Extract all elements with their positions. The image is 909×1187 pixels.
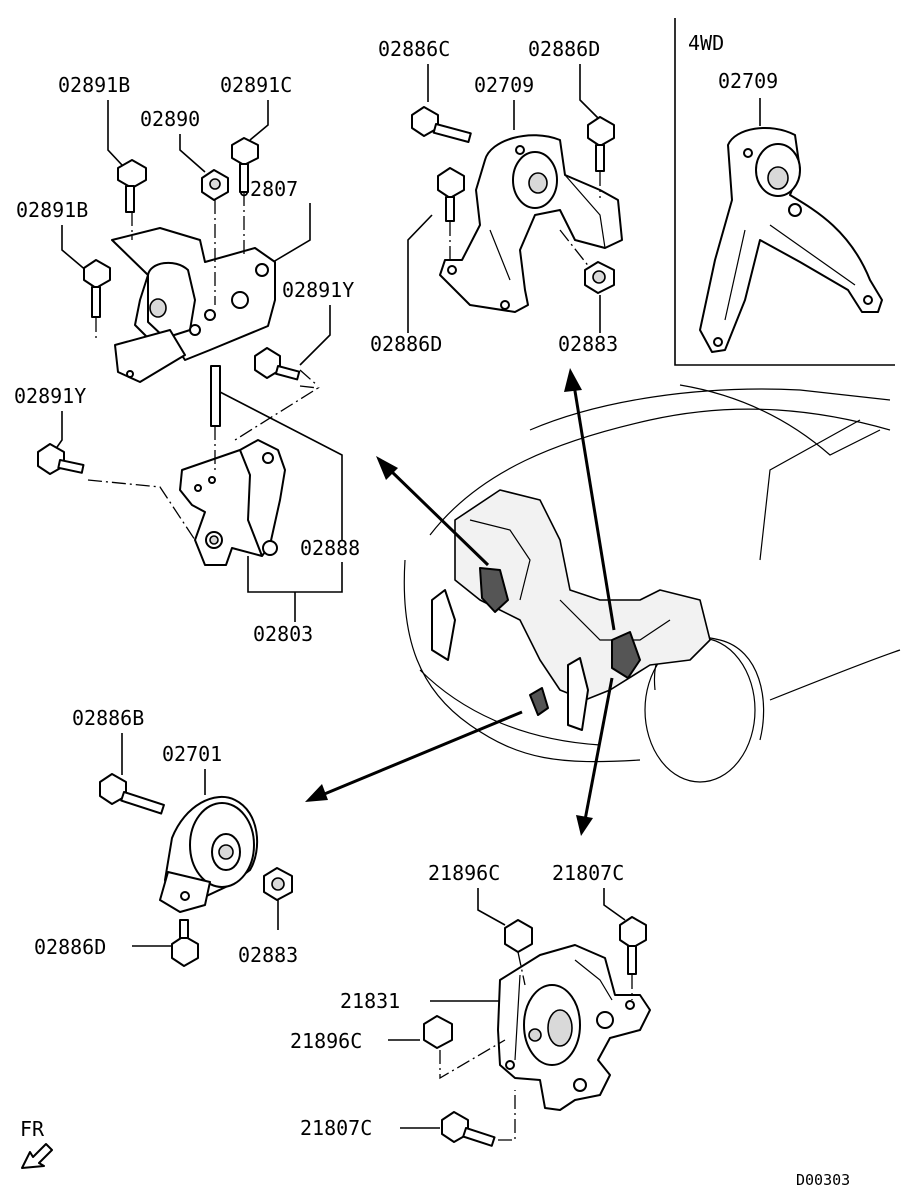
label-02891B-top: 02891B	[58, 73, 130, 97]
bolt-02886D-top	[587, 116, 615, 172]
bolt-02886C	[411, 106, 472, 144]
bolt-02891Y-right	[254, 347, 301, 381]
label-02891Y-left: 02891Y	[14, 384, 86, 408]
nut-02890	[201, 169, 229, 201]
bolt-02886D-left	[171, 919, 199, 967]
vehicle-engine-bay-sketch	[403, 384, 901, 783]
label-02883-top: 02883	[558, 332, 618, 356]
label-21896C-top: 21896C	[428, 861, 500, 885]
stud-02888	[210, 365, 221, 427]
label-02890: 02890	[140, 107, 200, 131]
pointer-arrows	[305, 368, 616, 836]
rear-mount-bracket-4wd	[699, 127, 883, 353]
bolt-02886B	[99, 773, 165, 815]
inset-frame	[674, 18, 895, 366]
nut-02883-left	[263, 867, 293, 901]
mount-location-left	[529, 687, 549, 716]
label-21831: 21831	[340, 989, 400, 1013]
label-02891Y-right: 02891Y	[282, 278, 354, 302]
front-arrow-icon	[21, 1143, 53, 1169]
bolt-02891B-left	[83, 259, 111, 318]
label-02886C: 02886C	[378, 37, 450, 61]
nut-02883-top	[584, 261, 615, 294]
label-21807C-bottom: 21807C	[300, 1116, 372, 1140]
transmission-mount-21831	[497, 944, 651, 1111]
label-02886D-left: 02886D	[34, 935, 106, 959]
bolt-02891C	[231, 137, 259, 193]
label-02701: 02701	[162, 742, 222, 766]
inset-4wd-panel: 4WD 02709	[674, 18, 895, 366]
label-02886B: 02886B	[72, 706, 144, 730]
label-02883-left: 02883	[238, 943, 298, 967]
left-mount-02701	[159, 795, 259, 913]
upper-mount-assembly: 02891B 02891C 02890 02807 02891B 02891Y	[16, 73, 354, 387]
label-02803: 02803	[253, 622, 313, 646]
label-02886D-top: 02886D	[528, 37, 600, 61]
bolt-02891Y-left	[37, 443, 85, 475]
mount-bracket-02803	[179, 439, 286, 566]
transmission-mount-assembly: 21896C 21807C 21831 21896C 21807C	[290, 861, 651, 1147]
nut-21896C-top	[504, 919, 533, 953]
inset-title: 4WD	[688, 31, 724, 55]
drawing-code: D00303	[796, 1171, 850, 1187]
rear-mount-assembly: 02886C 02886D 02709 02886D 02883	[370, 37, 623, 356]
label-21896C-left: 21896C	[290, 1029, 362, 1053]
label-02888: 02888	[300, 536, 360, 560]
label-02709: 02709	[474, 73, 534, 97]
bolt-02891B-top	[117, 159, 147, 213]
label-21807C-top: 21807C	[552, 861, 624, 885]
upper-mount-body-02807	[111, 227, 276, 383]
label-02886D-bottom: 02886D	[370, 332, 442, 356]
front-mount-assembly: 02891Y 02888 02803	[14, 365, 360, 646]
nut-21896C-left	[423, 1015, 453, 1049]
mount-location-rear	[611, 631, 641, 679]
label-02891B-left: 02891B	[16, 198, 88, 222]
rear-mount-02709	[439, 134, 623, 313]
bolt-21807C-top	[619, 916, 647, 975]
bolt-21807C-bottom	[441, 1111, 496, 1147]
left-mount-assembly: 02886B 02701 02886D 02883	[34, 706, 298, 967]
bolt-02886D-bottom	[437, 167, 465, 222]
label-02891C: 02891C	[220, 73, 292, 97]
mount-location-front	[479, 567, 509, 613]
front-direction-indicator: FR	[20, 1117, 53, 1169]
inset-part-label: 02709	[718, 69, 778, 93]
direction-label: FR	[20, 1117, 45, 1141]
